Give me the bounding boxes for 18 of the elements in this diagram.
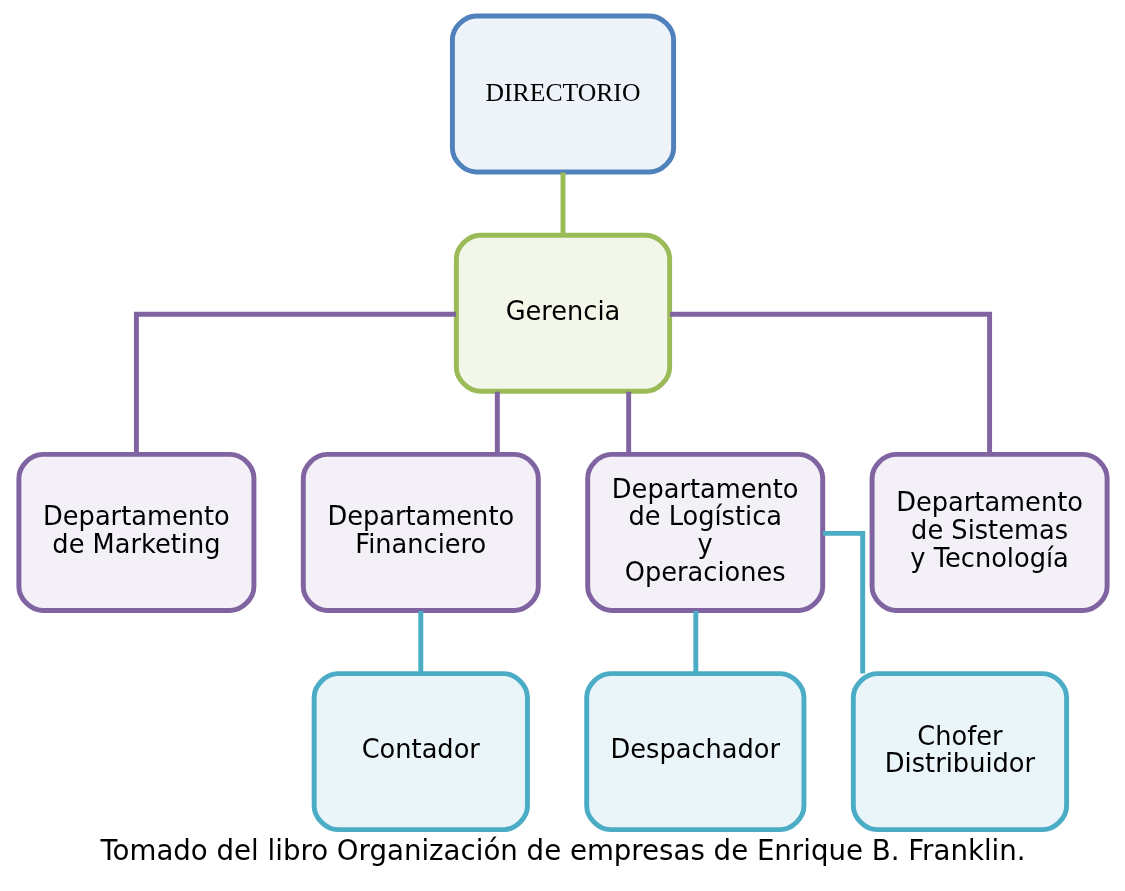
connector [822,530,865,674]
connector [625,391,631,454]
node-box: Contador [311,671,530,833]
connector [560,172,565,235]
node-box: Departamento de Marketing [15,451,256,613]
node-box: Departamento Financiero [300,451,541,613]
connector [133,311,456,455]
connector [494,391,500,454]
connector [669,311,992,455]
node-box: Departamento de Logística y Operaciones [584,451,825,613]
node-box: Departamento de Sistemas y Tecnología [869,451,1110,613]
connector [417,610,423,673]
node-box: Chofer Distribuidor [850,671,1069,833]
node-box: Gerencia [453,232,672,394]
caption: Tomado del libro Organización de empresas de Enrique B. Franklin. [99,833,1026,867]
node-box: Despachador [583,671,806,833]
connector [692,610,698,673]
node-box: DIRECTORIO [449,13,676,175]
